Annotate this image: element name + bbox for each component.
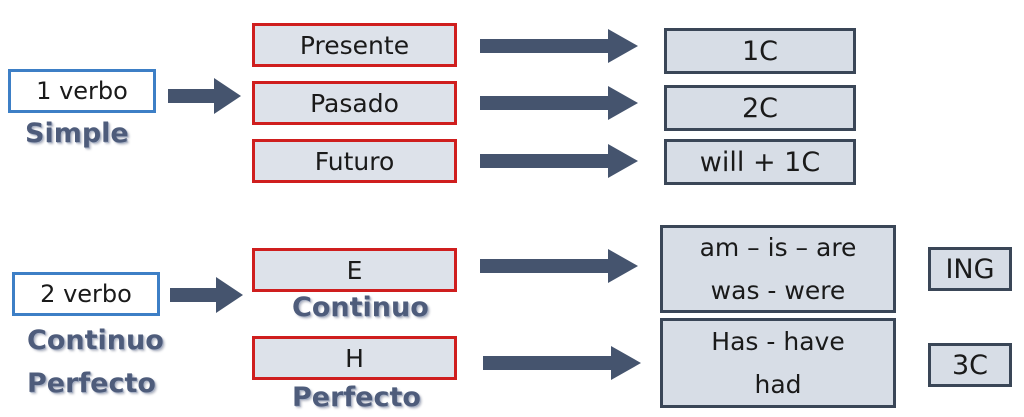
aux-have-line-1: Has - have — [711, 327, 845, 356]
arrow-continuo — [480, 249, 638, 283]
tense-box-pasado: Pasado — [252, 81, 457, 125]
arrow-verb1-to-tenses — [168, 78, 241, 114]
continuo-label-left: Continuo — [27, 325, 164, 356]
form-box-2c: 2C — [664, 85, 856, 131]
arrow-presente — [480, 29, 638, 63]
continuo-label-middle: Continuo — [292, 292, 429, 323]
tense-box-futuro: Futuro — [252, 139, 457, 183]
aux-be-line-1: am – is – are — [699, 233, 857, 262]
tense-box-presente: Presente — [252, 23, 457, 67]
form-box-1c: 1C — [664, 28, 856, 74]
two-verb-box: 2 verbo — [12, 272, 160, 316]
arrow-perfecto — [483, 346, 641, 380]
letter-box-e: E — [252, 248, 457, 292]
arrow-pasado — [480, 86, 638, 120]
letter-box-h: H — [252, 336, 457, 380]
aux-box-have: Has - have had — [660, 318, 896, 408]
aux-have-line-2: had — [754, 370, 802, 399]
aux-be-line-2: was - were — [710, 276, 846, 305]
arrow-futuro — [480, 144, 638, 178]
form-box-will-1c: will + 1C — [664, 139, 856, 185]
suffix-box-3c: 3C — [928, 343, 1012, 387]
perfecto-label-left: Perfecto — [27, 368, 156, 399]
perfecto-label-middle: Perfecto — [292, 382, 421, 413]
arrow-verb2-to-aux — [170, 277, 243, 313]
one-verb-box: 1 verbo — [8, 69, 156, 113]
aux-box-be: am – is – are was - were — [660, 225, 896, 313]
suffix-box-ing: ING — [928, 247, 1012, 291]
simple-label: Simple — [25, 118, 129, 149]
